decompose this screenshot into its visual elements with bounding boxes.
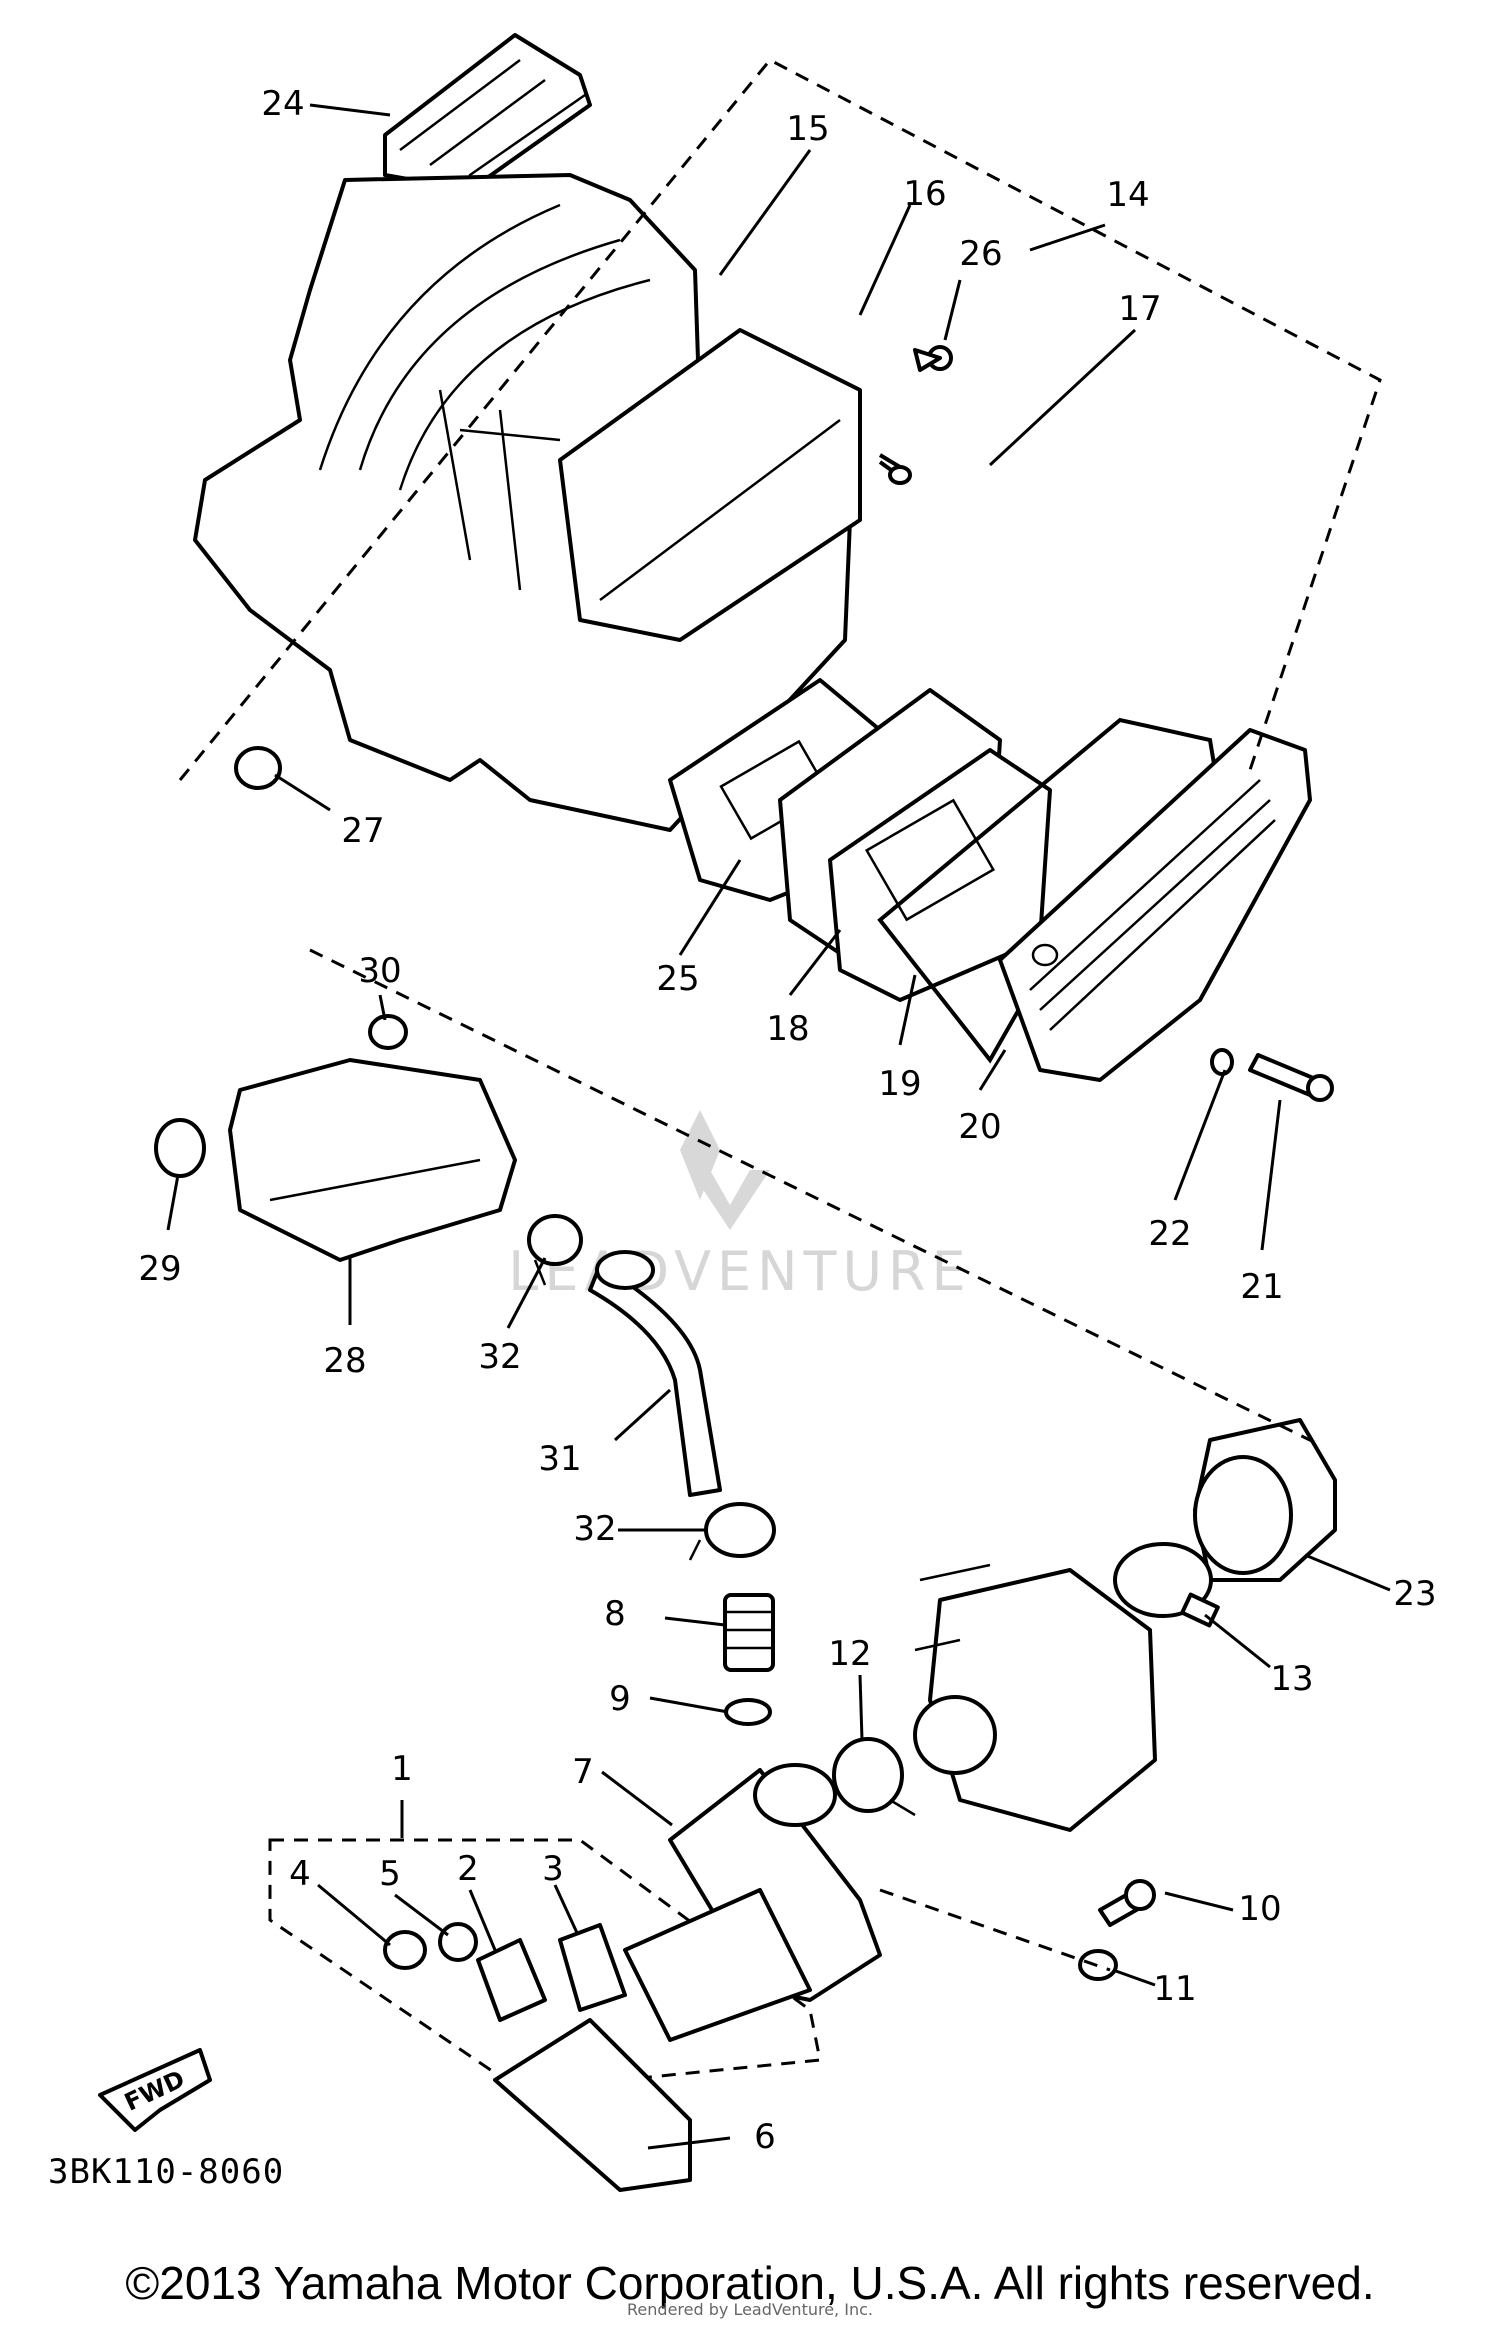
callout-22: 22 [1148,1214,1191,1254]
carburetor [913,1563,1157,1832]
callout-28: 28 [323,1341,366,1381]
callout-3: 3 [542,1849,564,1889]
callout-19: 19 [878,1064,921,1104]
callout-32-upper: 32 [478,1337,521,1377]
part-28-intake-box [154,1014,517,1262]
callout-14: 14 [1106,175,1149,215]
watermark: LEADVENTURE [508,1110,971,1303]
part-27-grommet [234,746,282,790]
callout-27: 27 [341,811,384,851]
callout-12: 12 [828,1634,871,1674]
callout-31: 31 [538,1439,581,1479]
part-30-bolt [368,1014,408,1050]
part-2-reed-petal [476,1938,547,2022]
callout-25: 25 [656,959,699,999]
callout-26: 26 [959,234,1002,274]
part-11-washer [1078,1949,1118,1981]
callout-29: 29 [138,1249,181,1289]
part-32-clamp-lower [688,1502,776,1561]
callout-11: 11 [1153,1969,1196,2009]
part-31-hose [588,1250,722,1497]
drawing-code: 3BK110-8060 [48,2152,285,2192]
fwd-arrow-icon: FWD [98,2048,212,2132]
part-10-screw [1098,1879,1156,1927]
part-5-washer [438,1922,478,1962]
manifold-reference-line [879,1888,1111,1972]
callout-8: 8 [604,1594,626,1634]
part-14-cover [998,728,1312,1082]
callout-30: 30 [358,951,401,991]
part-6-gasket [493,2018,692,2192]
callout-23: 23 [1393,1574,1436,1614]
callout-2: 2 [457,1849,479,1889]
callout-18: 18 [766,1009,809,1049]
watermark-text: LEADVENTURE [508,1240,971,1303]
callout-21: 21 [1240,1267,1283,1307]
part-4-screw [383,1930,427,1970]
callout-16: 16 [903,174,946,214]
part-32-clamp-upper [527,1214,583,1286]
callout-6: 6 [754,2117,776,2157]
group-14-outline [178,58,1382,781]
part-13-clamp [1113,1542,1220,1628]
callout-20: 20 [958,1107,1001,1147]
callout-24: 24 [261,84,304,124]
watermark-v-icon [690,1170,770,1230]
part-12-clamp [832,1737,916,1817]
callout-15: 15 [786,109,829,149]
part-8-fitting [723,1593,775,1672]
part-29-grommet [154,1118,206,1178]
part-9-clip [724,1698,772,1726]
part-3-reed-stopper [558,1923,627,2012]
callout-10: 10 [1238,1889,1281,1929]
callout-9: 9 [609,1679,631,1719]
callout-labels: 24 15 16 14 26 17 27 25 18 19 20 22 21 3… [138,84,1436,2157]
boot-reference-line [309,948,1321,1447]
leader-lines [166,103,1391,2150]
part-14-airbox-housing [193,173,862,832]
callout-7: 7 [572,1752,594,1792]
part-7-manifold [668,1763,882,2002]
callout-5: 5 [379,1854,401,1894]
reed-valve-block [623,1888,812,2042]
callout-13: 13 [1270,1659,1313,1699]
copyright-notice: ©2013 Yamaha Motor Corporation, U.S.A. A… [125,2257,1375,2309]
callout-32-lower: 32 [573,1509,616,1549]
render-credit: Rendered by LeadVenture, Inc. [627,2300,873,2319]
watermark-flame-icon [680,1110,720,1200]
part-1-reed-valve-assembly [268,1838,822,2092]
part-23-intake-boot [1193,1418,1337,1582]
callout-4: 4 [289,1854,311,1894]
part-24-intake-duct [383,33,592,192]
part-22-washer [1210,1048,1234,1076]
callout-17: 17 [1118,289,1161,329]
callout-1: 1 [391,1749,413,1789]
